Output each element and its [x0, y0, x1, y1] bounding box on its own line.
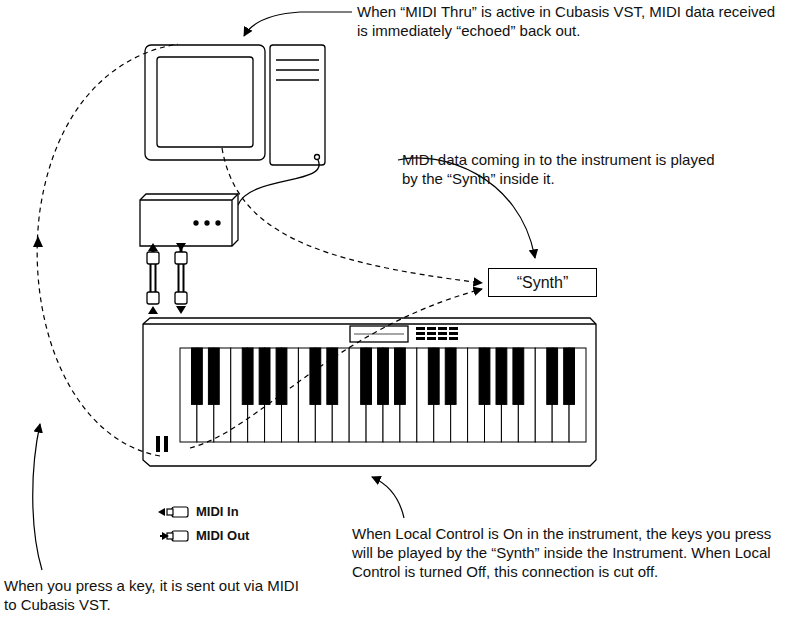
node-text: “Synth”	[517, 274, 569, 292]
legend-text: MIDI In	[196, 504, 239, 520]
synth-box: “Synth”	[488, 268, 597, 297]
callout-note: When you press a key, it is sent out via…	[4, 576, 304, 614]
callout-note: When “MIDI Thru” is active in Cubasis VS…	[357, 2, 789, 40]
callout-note: MIDI data coming in to the instrument is…	[402, 150, 732, 188]
legend-text: MIDI Out	[196, 528, 249, 544]
callout-note: When Local Control is On in the instrume…	[352, 524, 788, 581]
